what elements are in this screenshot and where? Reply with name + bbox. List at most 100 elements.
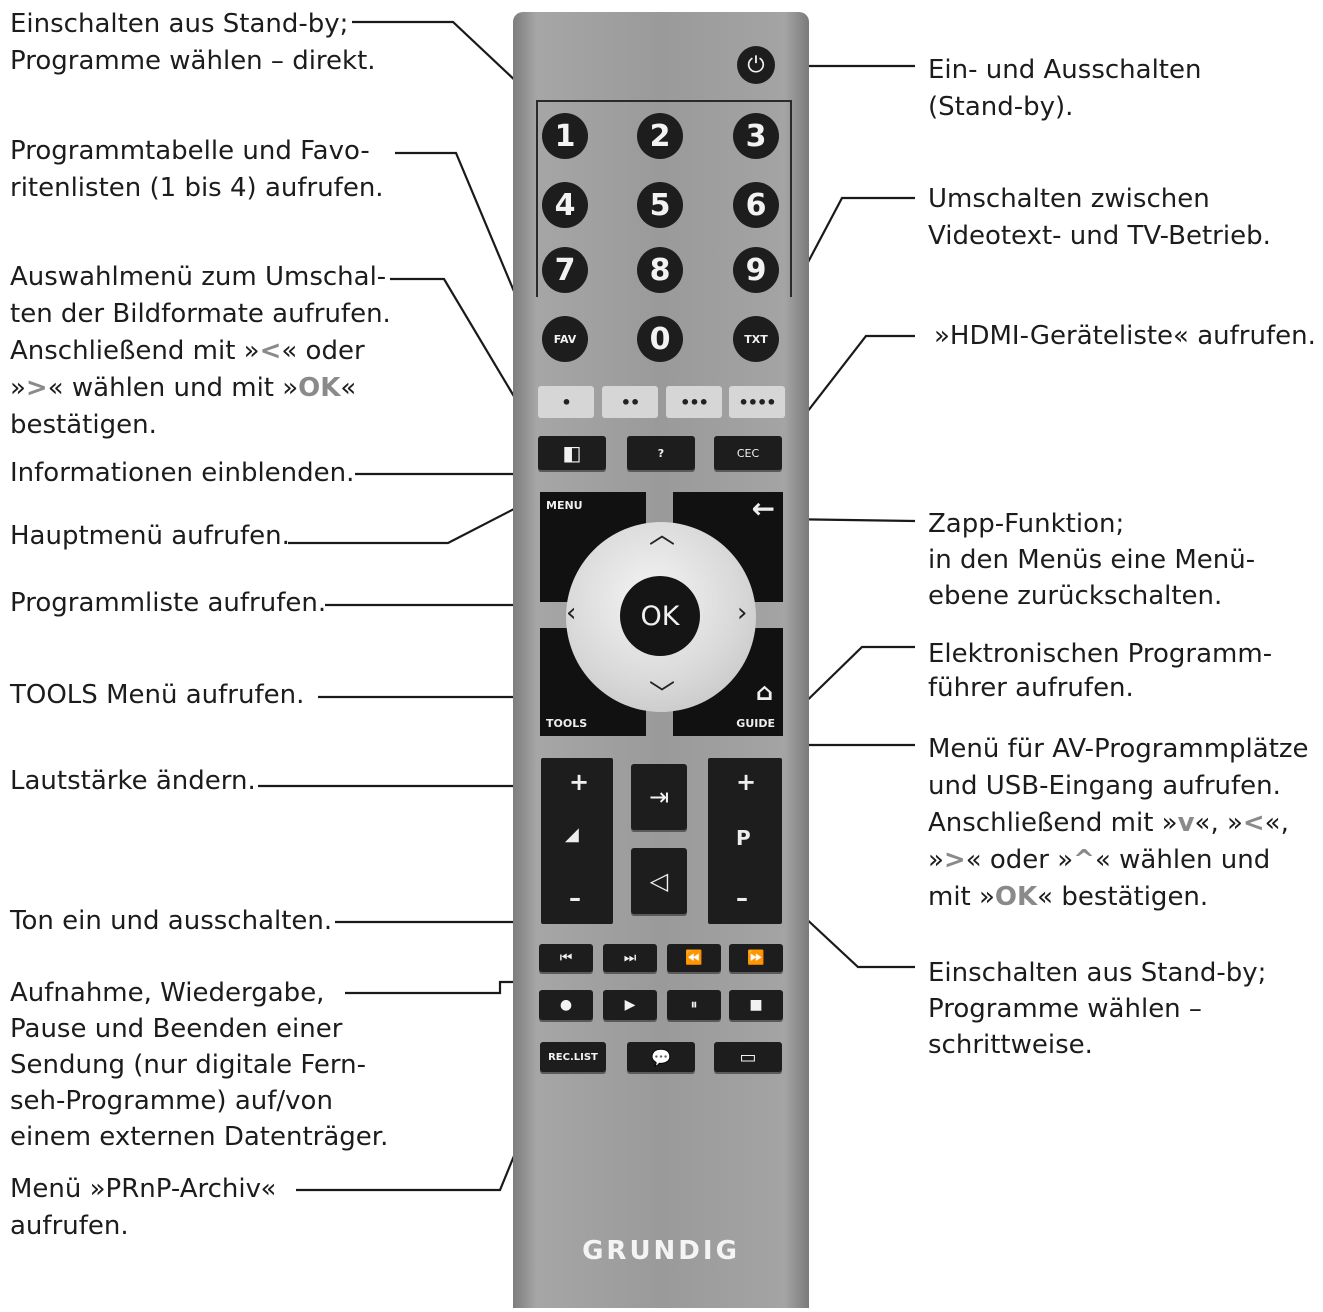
annotation-program-list: Programmliste aufrufen. — [10, 588, 327, 618]
annotation-picture-format-confirm: »>« wählen und mit »OK« — [10, 373, 357, 403]
annotation-power: Ein- und Ausschalten (Stand-by). — [928, 55, 1202, 122]
skip-back-button[interactable]: ⏮ — [539, 944, 593, 972]
fav-button[interactable]: FAV — [542, 316, 588, 362]
power-button[interactable]: ⏻ — [737, 46, 775, 84]
volume-up-icon[interactable]: + — [569, 768, 590, 796]
nav-left-icon[interactable]: ‹ — [566, 598, 577, 628]
up-arrow-symbol: ^ — [1073, 845, 1095, 875]
text-part: « bestätigen. — [1037, 882, 1209, 912]
text-part: «, — [1264, 808, 1289, 838]
cec-button[interactable]: CEC — [714, 436, 782, 470]
nav-up-icon[interactable]: ︿ — [649, 520, 676, 550]
picture-format-button[interactable]: ◧ — [538, 436, 606, 470]
annotation-av-menu: Menü für AV-Programmplätze und USB-Einga… — [928, 731, 1309, 916]
chat-button[interactable]: 💬 — [627, 1042, 695, 1072]
annotation-picture-format-select: Anschließend mit »<« oder — [10, 333, 391, 370]
digit-4-button[interactable]: 4 — [542, 182, 588, 228]
digit-0-button[interactable]: 0 — [637, 316, 683, 362]
color-button-1[interactable]: • — [538, 386, 594, 418]
annotation-tools: TOOLS Menü aufrufen. — [10, 680, 305, 710]
digit-6-button[interactable]: 6 — [733, 182, 779, 228]
right-arrow-symbol: > — [25, 373, 48, 403]
digit-5-button[interactable]: 5 — [637, 182, 683, 228]
pause-button[interactable]: ⏸ — [667, 990, 721, 1020]
annotation-teletext: Umschalten zwischen Videotext- und TV-Be… — [928, 184, 1271, 251]
text-part: « wählen und — [1094, 845, 1271, 875]
grundig-logo: GRUNDIG — [582, 1236, 740, 1266]
info-button[interactable]: ? — [627, 436, 695, 470]
annotation-standby-step: Einschalten aus Stand-by; Programme wähl… — [928, 958, 1267, 1060]
rewind-button[interactable]: ⏪ — [667, 944, 721, 972]
annotation-info: Informationen einblenden. — [10, 458, 355, 488]
annotation-volume: Lautstärke ändern. — [10, 766, 256, 796]
text-part: mit » — [928, 882, 995, 912]
text-part: « wählen und mit » — [47, 373, 299, 403]
annotation-prnp-archive: Menü »PRnP-Archiv« aufrufen. — [10, 1174, 277, 1241]
annotation-mute: Ton ein und ausschalten. — [10, 906, 333, 936]
record-button[interactable]: ● — [539, 990, 593, 1020]
digit-3-button[interactable]: 3 — [733, 113, 779, 159]
annotation-epg: Elektronischen Programm- führer aufrufen… — [928, 639, 1273, 703]
text-part: » — [928, 845, 944, 875]
digit-9-button[interactable]: 9 — [733, 247, 779, 293]
ok-symbol: OK — [298, 373, 341, 403]
play-button[interactable]: ▶ — [603, 990, 657, 1020]
digit-block-outline — [536, 100, 792, 297]
mute-button[interactable]: ◁ — [631, 848, 687, 914]
volume-level-icon: ◢ — [565, 824, 579, 845]
volume-down-icon[interactable]: – — [569, 884, 581, 912]
annotation-program-table: Programmtabelle und Favo- ritenlisten (1… — [10, 136, 384, 203]
txt-button[interactable]: TXT — [733, 316, 779, 362]
annotation-av-select-2: »>« oder »^« wählen und — [928, 842, 1309, 879]
nav-right-icon[interactable]: › — [737, 598, 748, 628]
text-part: « oder » — [965, 845, 1074, 875]
color-button-2[interactable]: •• — [602, 386, 658, 418]
nav-down-icon[interactable]: ﹀ — [649, 680, 676, 710]
volume-rocker[interactable]: + ◢ – — [541, 758, 613, 924]
home-icon: ⌂ — [755, 678, 773, 706]
annotation-zapp: Zapp-Funktion; in den Menüs eine Menü- e… — [928, 509, 1256, 611]
digit-8-button[interactable]: 8 — [637, 247, 683, 293]
program-up-icon[interactable]: + — [736, 768, 757, 796]
left-arrow-symbol: < — [1242, 808, 1265, 838]
right-arrow-symbol: > — [943, 845, 966, 875]
guide-label: GUIDE — [736, 717, 775, 730]
leader-menu — [288, 492, 546, 545]
program-label: P — [736, 826, 751, 850]
color-button-3[interactable]: ••• — [666, 386, 722, 418]
program-rocker[interactable]: + P – — [708, 758, 782, 924]
ok-button[interactable]: OK — [620, 576, 700, 656]
subtitle-button[interactable]: ▭ — [714, 1042, 782, 1072]
annotation-recording: Aufnahme, Wiedergabe, Pause und Beenden … — [10, 978, 389, 1152]
skip-forward-button[interactable]: ⏭ — [603, 944, 657, 972]
ok-symbol: OK — [994, 882, 1038, 912]
left-arrow-symbol: < — [259, 336, 282, 366]
fast-forward-button[interactable]: ⏩ — [729, 944, 783, 972]
tools-label: TOOLS — [546, 717, 588, 730]
annotation-av-select: Anschließend mit »v«, »<«, — [928, 805, 1309, 842]
digit-2-button[interactable]: 2 — [637, 113, 683, 159]
annotation-hdmi-list: »HDMI-Geräteliste« aufrufen. — [934, 321, 1316, 351]
digit-1-button[interactable]: 1 — [542, 113, 588, 159]
source-button[interactable]: ⇥ — [631, 764, 687, 830]
program-down-icon[interactable]: – — [736, 884, 748, 912]
color-button-4[interactable]: •••• — [729, 386, 785, 418]
annotation-picture-format-text: Auswahlmenü zum Umschal- ten der Bildfor… — [10, 262, 391, 329]
annotation-av-menu-text: Menü für AV-Programmplätze und USB-Einga… — [928, 734, 1309, 801]
stop-button[interactable]: ■ — [729, 990, 783, 1020]
annotation-av-confirm: mit »OK« bestätigen. — [928, 879, 1309, 916]
text-part: « oder — [281, 336, 365, 366]
reclist-button[interactable]: REC.LIST — [540, 1042, 606, 1072]
text-part: Anschließend mit » — [10, 336, 260, 366]
text-part: «, » — [1194, 808, 1243, 838]
text-part: « — [340, 373, 357, 403]
down-arrow-symbol: v — [1177, 808, 1195, 838]
annotation-standby-direct: Einschalten aus Stand-by; Programme wähl… — [10, 9, 376, 76]
digit-7-button[interactable]: 7 — [542, 247, 588, 293]
annotation-picture-format: Auswahlmenü zum Umschal- ten der Bildfor… — [10, 259, 391, 444]
back-arrow-icon: ← — [751, 492, 775, 525]
annotation-main-menu: Hauptmenü aufrufen. — [10, 521, 290, 551]
text-part: Anschließend mit » — [928, 808, 1178, 838]
menu-label: MENU — [546, 499, 583, 512]
text-part: bestätigen. — [10, 410, 157, 440]
